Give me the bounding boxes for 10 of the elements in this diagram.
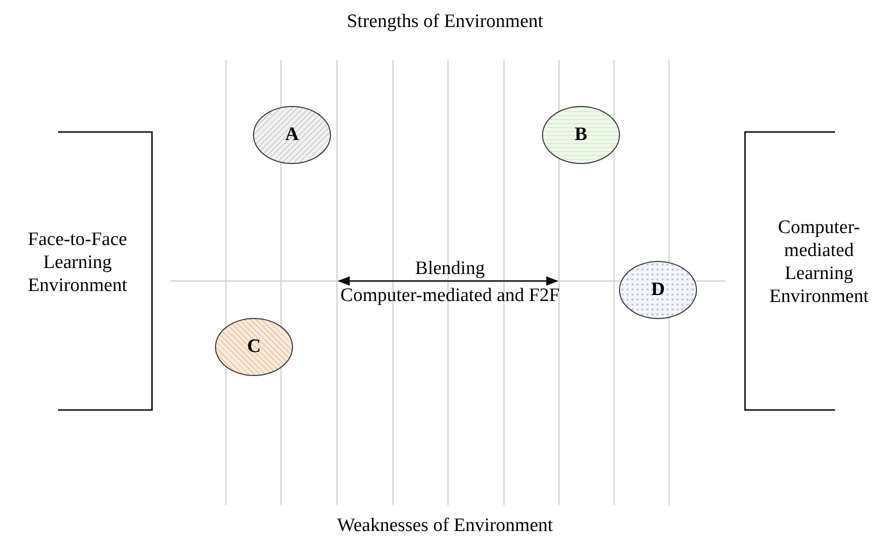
axis-label: Strengths of Environment	[346, 10, 544, 33]
ellipse-letter: B	[574, 124, 588, 146]
environment-label: Computer-mediated Learning Environment	[768, 216, 870, 308]
ellipse-letter: A	[285, 124, 299, 146]
axis-label: Weaknesses of Environment	[336, 514, 554, 537]
environment-label: Face-to-Face Learning Environment	[26, 228, 128, 297]
arrow-label: Blending	[414, 257, 486, 280]
ellipse-letter: C	[247, 336, 261, 358]
ellipse-letter: D	[651, 279, 665, 301]
arrow-label: Computer-mediated and F2F	[339, 284, 561, 307]
